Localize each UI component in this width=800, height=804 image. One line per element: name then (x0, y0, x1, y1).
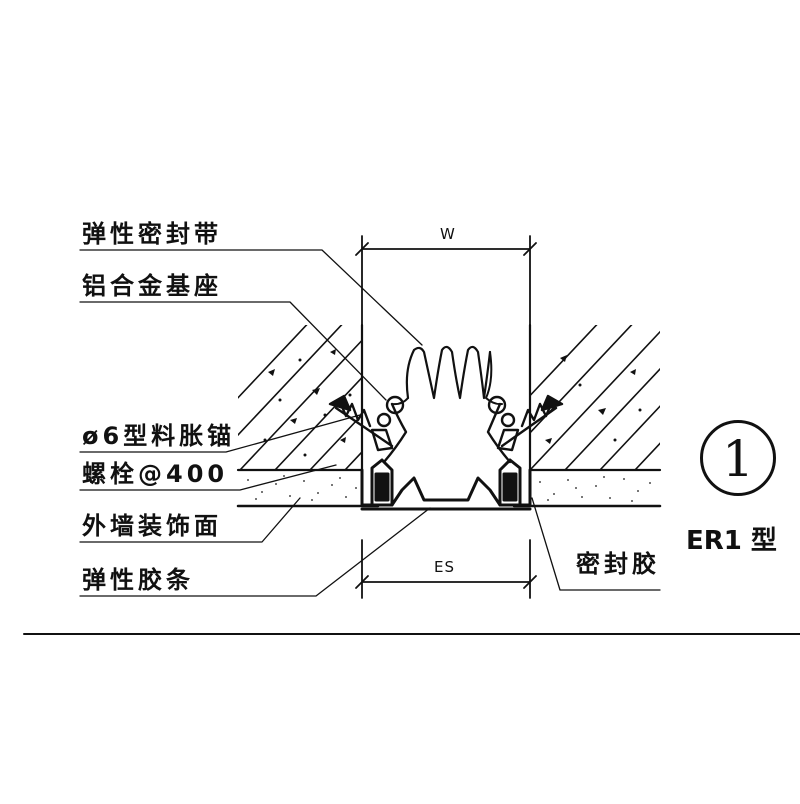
left-wall-aggregate (263, 349, 352, 457)
label-wall-finish: 外墙装饰面 (82, 512, 222, 540)
dimension-label-es: ES (434, 558, 455, 576)
wall-faces (236, 323, 662, 472)
left-wall-hatch (238, 325, 362, 470)
anchor-bolt-left (328, 394, 394, 452)
detail-number-circle: 1 (700, 420, 776, 496)
aluminum-base-right (498, 458, 532, 507)
label-sealant: 密封胶 (576, 550, 660, 578)
leader-lines (79, 249, 661, 597)
right-wall-hatch (530, 325, 660, 470)
elastic-rubber-strip (360, 476, 532, 507)
aluminum-base-left (360, 458, 394, 507)
right-wall-aggregate (545, 355, 642, 444)
dimension-label-w: W (440, 225, 456, 243)
label-elastic-seal-band: 弹性密封带 (82, 220, 222, 248)
label-elastic-strip: 弹性胶条 (82, 566, 194, 594)
elastic-seal-band (405, 345, 492, 400)
label-aluminum-base: 铝合金基座 (82, 272, 222, 300)
label-plastic-anchor: ø6型料胀锚 (82, 422, 236, 450)
detail-type-label: ER1 型 (686, 526, 777, 556)
wall-finish-layer (236, 475, 662, 508)
dimension-es (355, 539, 537, 599)
seal-arms (376, 395, 516, 464)
anchor-bolt-right (496, 394, 564, 452)
label-bolt-spacing: 螺栓@400 (82, 460, 229, 488)
dimension-w (355, 235, 537, 326)
